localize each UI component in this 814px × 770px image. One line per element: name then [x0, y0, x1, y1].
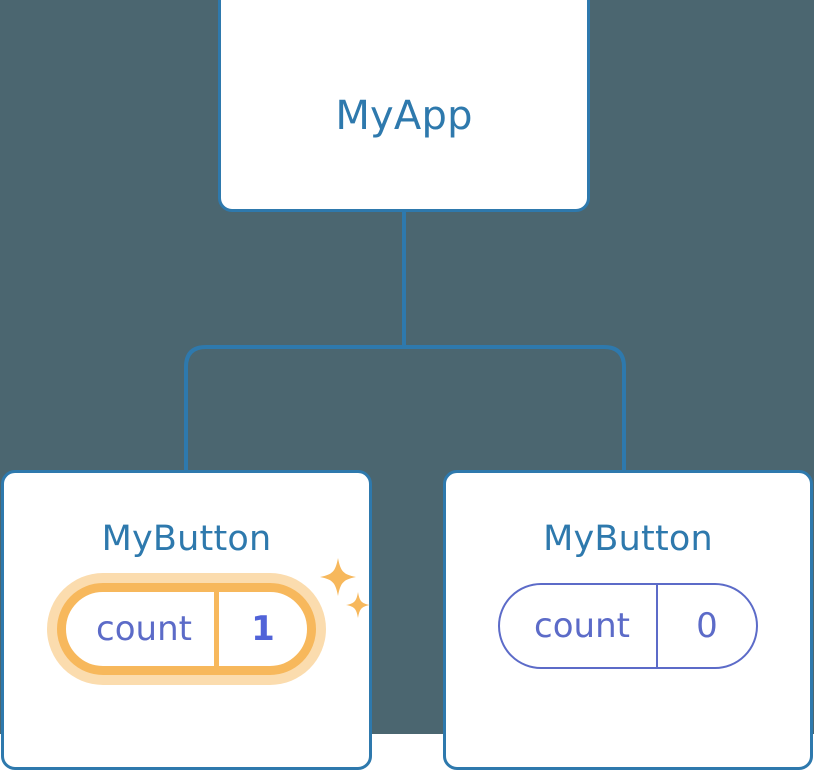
node-card-child-1[interactable]: MyButton count 1 [1, 470, 372, 770]
node-card-child-2[interactable]: MyButton count 0 [443, 470, 813, 770]
state-value-child-1: 1 [251, 609, 275, 649]
node-title-root: MyApp [335, 93, 473, 139]
state-pill-divider-child-2 [655, 585, 658, 667]
state-pill-child-1[interactable]: count 1 [57, 583, 316, 675]
connector-bracket [184, 345, 626, 470]
state-key-child-2: count [534, 606, 630, 646]
state-pill-wrapper-child-1: count 1 [4, 583, 369, 675]
connector-lines [184, 210, 626, 470]
state-pill-child-2[interactable]: count 0 [498, 583, 758, 669]
state-key-child-1: count [96, 609, 192, 649]
node-card-root[interactable]: MyApp [218, 0, 590, 212]
state-value-child-2: 0 [696, 606, 718, 646]
state-pill-wrapper-child-2: count 0 [446, 583, 810, 669]
state-pill-divider-child-1 [213, 592, 219, 666]
node-title-child-2: MyButton [543, 519, 713, 559]
node-title-child-1: MyButton [101, 519, 272, 559]
